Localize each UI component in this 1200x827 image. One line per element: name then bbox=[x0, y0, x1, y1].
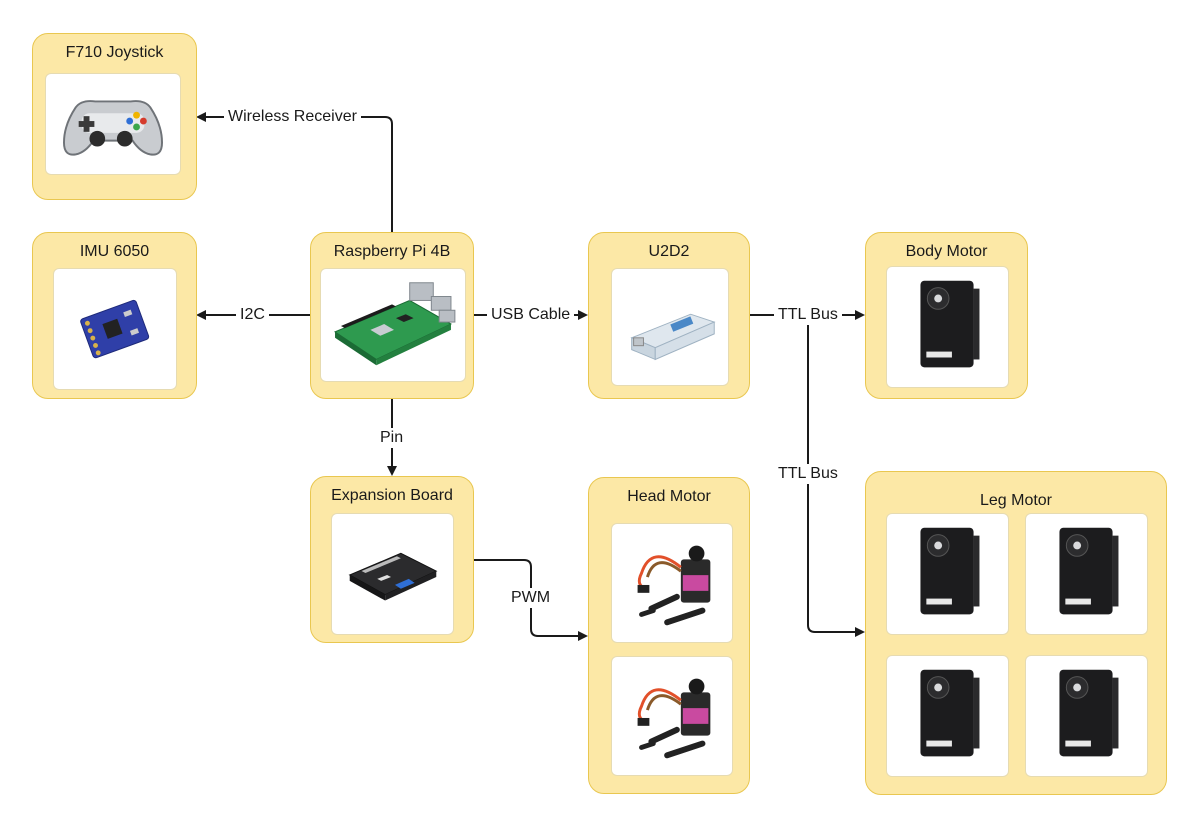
node-title: IMU 6050 bbox=[79, 243, 150, 260]
edge-label-i2c: I2C bbox=[236, 305, 269, 325]
node-f710-joystick: F710 Joystick bbox=[32, 33, 197, 200]
node-title: Leg Motor bbox=[979, 492, 1053, 509]
edge-ttl-leg bbox=[807, 315, 865, 637]
edge-label-usb: USB Cable bbox=[487, 305, 575, 325]
usb-adapter-icon bbox=[611, 268, 729, 386]
node-title: F710 Joystick bbox=[65, 44, 164, 61]
edge-label-ttl-leg: TTL Bus bbox=[774, 464, 842, 484]
node-title: Raspberry Pi 4B bbox=[333, 243, 451, 260]
node-expansion-board: Expansion Board bbox=[310, 476, 474, 643]
gamepad-icon bbox=[45, 73, 181, 175]
node-u2d2: U2D2 bbox=[588, 232, 750, 399]
servo-motor-icon bbox=[886, 655, 1009, 777]
raspberry-pi-board-icon bbox=[320, 268, 466, 382]
servo-motor-icon bbox=[886, 266, 1009, 388]
imu-board-icon bbox=[53, 268, 177, 390]
node-title: Head Motor bbox=[627, 488, 711, 505]
node-head-motor: Head Motor bbox=[588, 477, 750, 794]
edge-label-pwm: PWM bbox=[507, 588, 555, 608]
node-title: U2D2 bbox=[648, 243, 690, 260]
node-body-motor: Body Motor bbox=[865, 232, 1028, 399]
servo-motor-icon bbox=[1025, 513, 1148, 635]
edge-wireless bbox=[196, 112, 393, 233]
micro-servo-icon bbox=[611, 523, 733, 643]
servo-motor-icon bbox=[1025, 655, 1148, 777]
expansion-board-icon bbox=[331, 513, 454, 635]
node-title: Expansion Board bbox=[331, 487, 453, 504]
node-imu-6050: IMU 6050 bbox=[32, 232, 197, 399]
edge-label-wireless: Wireless Receiver bbox=[224, 107, 361, 127]
micro-servo-icon bbox=[611, 656, 733, 776]
servo-motor-icon bbox=[886, 513, 1009, 635]
node-title: Body Motor bbox=[905, 243, 988, 260]
edge-label-pin: Pin bbox=[376, 428, 408, 448]
edge-label-ttl-body: TTL Bus bbox=[774, 305, 842, 325]
node-leg-motor: Leg Motor bbox=[865, 471, 1167, 795]
node-raspberry-pi-4b: Raspberry Pi 4B bbox=[310, 232, 474, 399]
